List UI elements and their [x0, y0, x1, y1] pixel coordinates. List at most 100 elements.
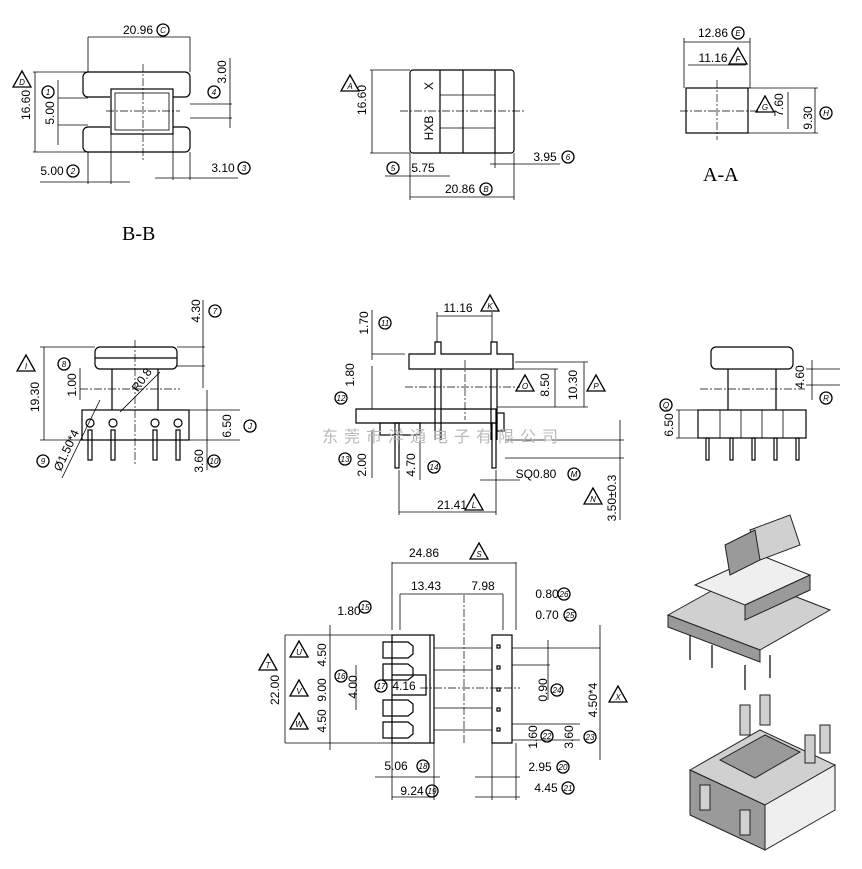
dimension-b-notch: 1.60 — [526, 725, 540, 749]
dimension-mc-outer-h: 10.30 — [566, 370, 580, 400]
marker-label: 10 — [210, 457, 219, 466]
dimension-b-slot1: 0.80 — [535, 587, 559, 601]
marker-label: C — [160, 26, 166, 35]
marker-label: E — [735, 29, 741, 38]
dimension-mc-inner-h: 8.50 — [538, 373, 552, 397]
dimension-mc-step: 1.80 — [343, 363, 357, 387]
marker-label: T — [266, 661, 272, 670]
marker-label: Q — [663, 401, 669, 410]
render-3d-top — [666, 514, 832, 690]
dimension-mc-width: 11.16 — [443, 301, 472, 315]
triangle-marker-icon: O — [514, 373, 536, 392]
dimension-mc-base: 2.00 — [355, 453, 369, 477]
dimension-b-slot2: 0.70 — [535, 608, 559, 622]
dimension-tm-left: 5.75 — [411, 161, 435, 175]
dimension-b-r2: 4.45 — [534, 781, 558, 795]
circle-marker-icon: B — [479, 182, 493, 196]
dimension-b-left-w: 13.43 — [411, 579, 441, 593]
dimension-mc-pin-len: 3.50±0.3 — [605, 474, 619, 521]
marker-label: 25 — [565, 611, 575, 620]
dimension-mc-top: 1.70 — [357, 311, 371, 335]
marker-label: 2 — [70, 167, 76, 176]
circle-marker-icon: 14 — [427, 460, 441, 474]
dimension-bb-right: 3.10 — [211, 161, 235, 175]
circle-marker-icon: 11 — [378, 316, 392, 330]
marker-label: 23 — [585, 733, 595, 742]
dimension-mr-top: 4.60 — [793, 365, 807, 389]
marker-label: 6 — [566, 153, 571, 162]
circle-marker-icon: R — [819, 391, 833, 405]
circle-marker-icon: 8 — [57, 357, 71, 371]
circle-marker-icon: 24 — [550, 683, 564, 697]
circle-marker-icon: 17 — [374, 679, 388, 693]
triangle-marker-icon: I — [15, 353, 37, 372]
dimension-b-pitch3: 4.50 — [315, 709, 329, 733]
dimension-mc-base-w: 21.41 — [437, 498, 467, 512]
circle-marker-icon: E — [731, 26, 745, 40]
view-front-left — [40, 300, 240, 479]
marker-label: K — [487, 302, 493, 311]
triangle-marker-icon: P — [585, 373, 607, 392]
dimension-b-width: 24.86 — [409, 546, 439, 560]
triangle-marker-icon: L — [463, 492, 485, 511]
marker-label: 7 — [213, 307, 218, 316]
dimension-ml-pin: 3.60 — [192, 449, 206, 473]
dimension-mr-base: 6.50 — [662, 413, 676, 437]
circle-marker-icon: 2 — [66, 164, 80, 178]
dimension-aa-inner-h: 7.60 — [772, 93, 786, 117]
dimension-ml-top: 4.30 — [189, 299, 203, 323]
marker-label: 13 — [341, 455, 350, 464]
dimension-tm-height: 16.60 — [355, 85, 369, 115]
marker-label: B — [483, 185, 489, 194]
triangle-marker-icon: K — [479, 293, 501, 312]
marker-label: G — [762, 103, 768, 112]
marker-label: 19 — [428, 787, 437, 796]
dimension-tm-right: 3.95 — [533, 150, 557, 164]
marker-label: V — [296, 687, 302, 696]
marker-label: 15 — [361, 603, 370, 612]
marker-label: I — [25, 362, 28, 371]
dimension-b-r1: 2.95 — [528, 760, 552, 774]
circle-marker-icon: 3 — [237, 161, 251, 175]
triangle-marker-icon: G — [754, 94, 776, 113]
marker-label: 22 — [542, 732, 552, 741]
dimension-aa-inner: 11.16 — [698, 51, 727, 65]
circle-marker-icon: 12 — [334, 391, 348, 405]
circle-marker-icon: M — [567, 467, 581, 481]
circle-marker-icon: H — [819, 106, 833, 120]
circle-marker-icon: 7 — [208, 304, 222, 318]
circle-marker-icon: C — [156, 23, 170, 37]
triangle-marker-icon: F — [727, 46, 749, 65]
dimension-mc-pin-sq: SQ0.80 — [516, 467, 557, 481]
circle-marker-icon: 16 — [334, 669, 348, 683]
circle-marker-icon: 6 — [561, 150, 575, 164]
marker-label: A — [346, 82, 352, 91]
brand-mark-hxb: HXB — [422, 116, 436, 141]
triangle-marker-icon: S — [468, 541, 490, 560]
dimension-b-notch2: 3.60 — [562, 725, 576, 749]
dimension-b-tab: 1.80 — [337, 604, 361, 618]
render-3d-bottom — [688, 694, 837, 851]
view-side-top — [370, 69, 560, 200]
section-bb-title: B-B — [122, 223, 155, 245]
marker-label: 11 — [381, 319, 389, 328]
marker-label: 9 — [41, 457, 46, 466]
circle-marker-icon: 21 — [561, 781, 575, 795]
dimension-b-right-w: 7.98 — [471, 579, 495, 593]
circle-marker-icon: 23 — [583, 730, 597, 744]
dimension-b-center: 4.00 — [346, 675, 360, 699]
dimension-b-gap: 0.90 — [536, 678, 550, 702]
dimension-tm-width: 20.86 — [445, 182, 475, 196]
view-section-aa — [680, 38, 818, 140]
marker-label: S — [476, 550, 482, 559]
circle-marker-icon: 4 — [207, 85, 221, 99]
marker-label: 1 — [46, 88, 50, 97]
circle-marker-icon: 22 — [540, 729, 554, 743]
marker-label: 16 — [337, 672, 346, 681]
marker-label: J — [247, 422, 253, 431]
marker-label: 18 — [419, 762, 428, 771]
marker-label: 12 — [337, 394, 346, 403]
marker-label: 24 — [552, 686, 562, 695]
dimension-ml-hole: Ø1.50*4 — [51, 427, 82, 473]
